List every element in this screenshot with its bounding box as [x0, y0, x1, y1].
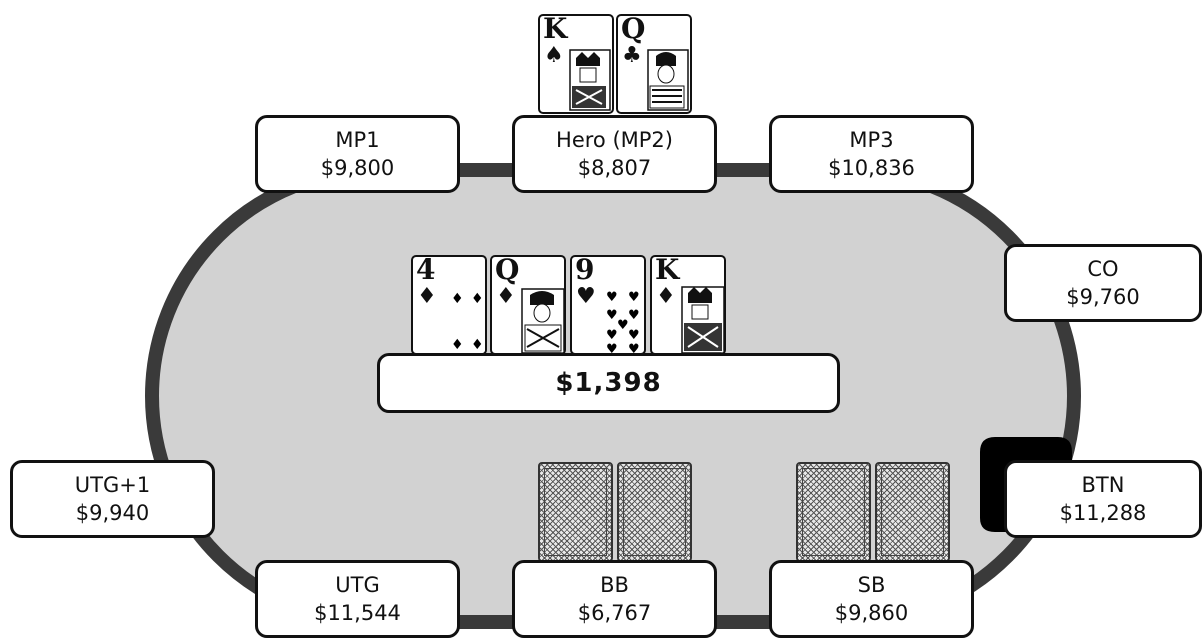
diamond-icon: ♦: [496, 286, 516, 308]
svg-text:♥: ♥: [617, 318, 629, 333]
card-rank: K: [655, 255, 679, 285]
seat-name: MP3: [849, 126, 893, 154]
card-rank: Q: [621, 14, 645, 44]
seat-name: BTN: [1082, 471, 1125, 499]
svg-text:♦: ♦: [471, 337, 484, 353]
seat-mp1: MP1 $9,800: [255, 115, 460, 193]
board-card-4: K ♦: [650, 255, 726, 355]
card-rank: 4: [416, 255, 435, 285]
board-card-1: ♦ ♦ ♦ ♦ 4 ♦: [411, 255, 487, 355]
diamond-icon: ♦: [656, 286, 676, 308]
heart-icon: ♥: [576, 286, 596, 308]
seat-name: BB: [600, 571, 629, 599]
hero-card-2: Q ♣: [616, 14, 692, 114]
seat-name: SB: [858, 571, 886, 599]
seat-hero: Hero (MP2) $8,807: [512, 115, 717, 193]
card-rank: K: [543, 14, 567, 44]
seat-stack: $9,940: [76, 499, 149, 527]
seat-co: CO $9,760: [1004, 244, 1202, 322]
svg-text:♦: ♦: [451, 291, 464, 307]
svg-text:♦: ♦: [451, 337, 464, 353]
seat-utg: UTG $11,544: [255, 560, 460, 638]
svg-text:♦: ♦: [471, 291, 484, 307]
seat-name: MP1: [335, 126, 379, 154]
seat-btn: BTN $11,288: [1004, 460, 1202, 538]
board-card-2: Q ♦: [490, 255, 566, 355]
svg-text:♥: ♥: [606, 290, 618, 305]
seat-sb: SB $9,860: [769, 560, 974, 638]
seat-stack: $9,800: [321, 154, 394, 182]
hero-card-1: K ♠: [538, 14, 614, 114]
bb-card-back-1: [538, 462, 613, 562]
seat-stack: $9,760: [1066, 283, 1139, 311]
seat-name: UTG: [335, 571, 379, 599]
seat-utg1: UTG+1 $9,940: [10, 460, 215, 538]
pot-amount: $1,398: [555, 368, 661, 398]
svg-text:♥: ♥: [606, 308, 618, 323]
pot-display: $1,398: [377, 353, 840, 413]
card-rank: Q: [495, 255, 519, 285]
svg-text:♥: ♥: [606, 328, 618, 343]
sb-card-back-2: [875, 462, 950, 562]
club-icon: ♣: [622, 45, 642, 67]
spade-icon: ♠: [544, 45, 564, 67]
card-rank: 9: [575, 255, 594, 285]
svg-text:♥: ♥: [628, 328, 640, 343]
board-card-3: ♥ ♥ ♥ ♥ ♥ ♥ ♥ ♥ ♥ 9 ♥: [570, 255, 646, 355]
seat-name: Hero (MP2): [556, 126, 673, 154]
diamond-icon: ♦: [417, 286, 437, 308]
seat-name: CO: [1087, 255, 1118, 283]
seat-stack: $6,767: [578, 599, 651, 627]
seat-name: UTG+1: [75, 471, 150, 499]
seat-stack: $10,836: [828, 154, 915, 182]
svg-text:♥: ♥: [628, 290, 640, 305]
seat-stack: $11,288: [1060, 499, 1147, 527]
seat-stack: $11,544: [314, 599, 401, 627]
seat-mp3: MP3 $10,836: [769, 115, 974, 193]
seat-stack: $9,860: [835, 599, 908, 627]
seat-stack: $8,807: [578, 154, 651, 182]
svg-text:♥: ♥: [628, 308, 640, 323]
seat-bb: BB $6,767: [512, 560, 717, 638]
sb-card-back-1: [796, 462, 871, 562]
bb-card-back-2: [617, 462, 692, 562]
